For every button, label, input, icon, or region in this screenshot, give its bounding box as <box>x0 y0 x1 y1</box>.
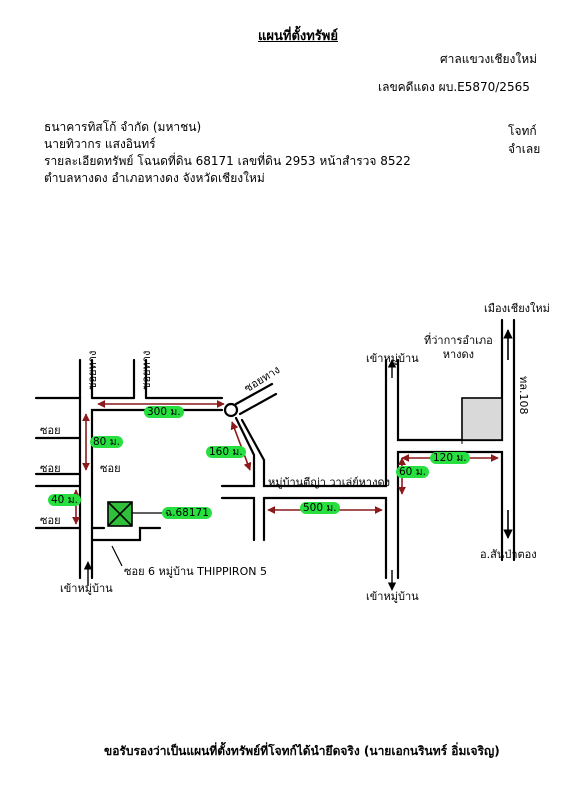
soi-label-2: ซอย <box>40 462 61 475</box>
to-village-left-label: เข้าหมู่บ้าน <box>60 582 113 595</box>
role-defendant: จำเลย <box>508 142 541 156</box>
to-sanpatong-label: อ.สันป่าตอง <box>480 548 537 561</box>
distance-badge-300: 300 ม. <box>144 406 184 418</box>
road-line <box>396 318 504 442</box>
road-line <box>240 358 388 488</box>
court-name: ศาลแขวงเชียงใหม่ <box>440 52 538 66</box>
property-location: ตำบลหางดง อำเภอหางดง จังหวัดเชียงใหม่ <box>44 171 265 185</box>
distance-badge-500: 500 ม. <box>300 502 340 514</box>
road-line <box>262 496 388 580</box>
soi-label-1: ซอย <box>40 424 61 437</box>
road-line <box>220 496 256 542</box>
role-plaintiff: โจทก์ <box>508 124 537 138</box>
certification-statement: ขอรับรองว่าเป็นแผนที่ตั้งทรัพย์ที่โจทก์ไ… <box>104 744 500 758</box>
road-line <box>238 392 278 416</box>
village-name-label: หมู่บ้านตีญ่า วาเล่ย์หางดง <box>268 476 390 489</box>
soi-label-4: ซอย <box>40 514 61 527</box>
road-line <box>90 526 162 542</box>
deed-number-badge: ฉ.68171 <box>162 507 212 519</box>
distance-badge-60: 60 ม. <box>396 466 429 478</box>
distance-badge-40: 40 ม. <box>48 494 81 506</box>
highway-label: ทล.108 <box>517 376 530 415</box>
page-title: แผนที่ตั้งทรัพย์ <box>258 29 338 44</box>
district-office-building <box>461 397 503 441</box>
soi-thang-label-1: ซอยทาง <box>86 350 99 390</box>
soi6-leader-line <box>111 545 123 567</box>
distance-badge-160: 160 ม. <box>206 446 246 458</box>
plaintiff-name: ธนาคารทิสโก้ จำกัด (มหาชน) <box>44 120 202 134</box>
distance-badge-120: 120 ม. <box>430 452 470 464</box>
district-office-label: ที่ว่าการอำเภอ หางดง <box>424 334 493 361</box>
road-line <box>234 382 274 406</box>
property-detail: รายละเอียดทรัพย์ โฉนดที่ดิน 68171 เลขที่… <box>44 154 411 168</box>
soi-label-3: ซอย <box>100 462 121 475</box>
to-village-bottom-label: เข้าหมู่บ้าน <box>366 590 419 603</box>
distance-badge-80: 80 ม. <box>90 436 123 448</box>
roundabout <box>223 402 239 418</box>
soi-thang-label-2: ซอยทาง <box>140 350 153 390</box>
to-chiangmai-label: เมืองเชียงใหม่ <box>484 302 550 315</box>
case-number: เลขคดีแดง ผบ.E5870/2565 <box>378 80 530 94</box>
soi6-village-label: ซอย 6 หมู่บ้าน THIPPIRON 5 <box>124 565 267 578</box>
defendant-name: นายทิวากร แสงอินทร์ <box>44 137 156 151</box>
to-village-top-label: เข้าหมู่บ้าน <box>366 352 419 365</box>
